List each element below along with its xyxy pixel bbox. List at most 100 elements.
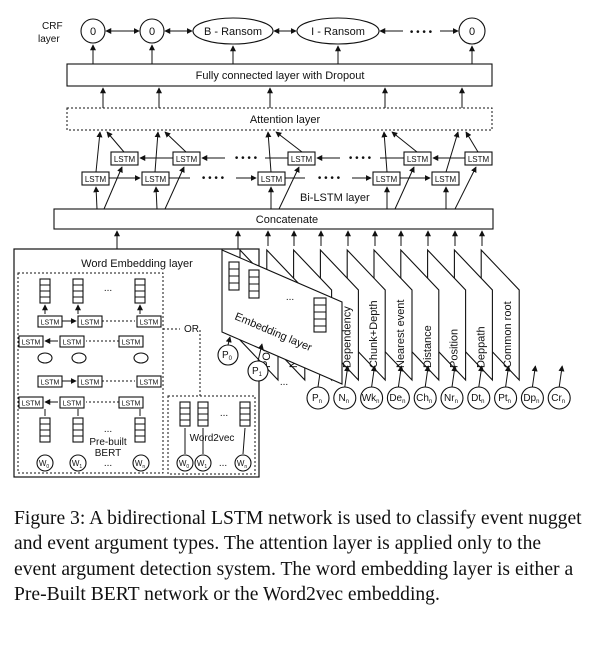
crf-label-line1: CRF — [42, 21, 63, 32]
lstm-cell: LSTM — [431, 171, 460, 186]
fully-connected-layer — [66, 63, 493, 87]
bert-label-line2: BERT — [95, 448, 122, 459]
w2v-word-node: Wn — [234, 454, 252, 472]
bilstm-label: Bi-LSTM layer — [300, 192, 370, 204]
feature-label: Position — [449, 329, 461, 368]
lstm-links — [109, 155, 465, 181]
feature-label: Dependency — [341, 306, 353, 368]
lstm-label: LSTM — [140, 380, 159, 387]
lstm-label: LSTM — [81, 380, 100, 387]
feature-node-label: Den — [389, 393, 405, 405]
embedding-ellipsis: ... — [286, 292, 294, 303]
architecture-diagram: CRF layer 0 0 B - Ransom I - Ransom 0 • … — [13, 17, 571, 478]
word-node-label: W0 — [179, 459, 190, 470]
lstm-label: LSTM — [122, 401, 141, 408]
word-node-label: Wn — [237, 459, 248, 470]
bert-lstm-grid: LSTM LSTM LSTM LSTM LSTM LSTM LSTM LSTM … — [18, 304, 162, 416]
crf-node-label: 0 — [469, 26, 475, 38]
lstm-label: LSTM — [407, 155, 429, 164]
lstm-cell: LSTM — [172, 151, 201, 166]
crf-node-label: 0 — [149, 26, 155, 38]
word-embedding-title: Word Embedding layer — [81, 258, 193, 270]
lstm-cell: LSTM — [464, 151, 493, 166]
lstm-label: LSTM — [22, 401, 41, 408]
lstm-label: LSTM — [176, 155, 198, 164]
position-node-ellipsis: ... — [280, 377, 288, 388]
bert-word-node: W0 — [36, 454, 54, 472]
figure-caption: Figure 3: A bidirectional LSTM network i… — [14, 508, 582, 606]
bert-ellipsis: ... — [104, 283, 112, 294]
attention-label: Attention layer — [250, 114, 321, 126]
feature-label: Nearest event — [395, 300, 407, 368]
feature-node — [360, 386, 384, 410]
crf-ellipsis: • • • • — [410, 27, 433, 38]
lstm-label: LSTM — [22, 340, 41, 347]
feature-label: Distance — [422, 325, 434, 368]
attention-to-fc-arrows — [100, 87, 465, 108]
concatenate-label: Concatenate — [256, 214, 318, 226]
feature-node-label: Pn — [312, 393, 322, 405]
lstm-cell: LSTM — [287, 151, 316, 166]
feature-label: Chunk+Depth — [368, 300, 380, 368]
bert-word-node: W1 — [69, 454, 87, 472]
feature-node-label: Dpn — [523, 393, 539, 405]
feature-node-label: Chn — [416, 393, 432, 405]
position-node: P1 — [247, 360, 269, 382]
feature-node-label: Wkn — [362, 393, 380, 405]
feature-node-label: Dtn — [471, 393, 484, 405]
feature-node-label: Ptn — [498, 393, 511, 405]
inputs-to-concat-arrows — [114, 230, 485, 250]
crf-node-label: 0 — [90, 26, 96, 38]
lstm-label: LSTM — [261, 175, 283, 184]
lstm-cell: LSTM — [110, 151, 139, 166]
lstm-ellipsis: • • • • — [349, 153, 372, 164]
lstm-label: LSTM — [140, 320, 159, 327]
word-node-label: Wn — [135, 459, 146, 470]
fc-to-crf-arrows — [90, 44, 475, 64]
feature-node-label: Nrn — [444, 393, 458, 405]
feature-node — [306, 386, 330, 410]
bilstm-to-attention-arrows — [95, 131, 479, 173]
lstm-label: LSTM — [291, 155, 313, 164]
bert-label-line1: Pre-built — [89, 437, 126, 448]
feature-label: Common root — [502, 301, 514, 368]
lstm-label: LSTM — [63, 340, 82, 347]
lstm-label: LSTM — [468, 155, 490, 164]
concatenate-layer — [53, 208, 494, 230]
bert-word-ellipsis: ... — [104, 458, 112, 469]
w2v-word-node: W1 — [194, 454, 212, 472]
bert-ellipsis: ... — [104, 424, 112, 435]
feature-node — [547, 386, 571, 410]
feature-node-label: Crn — [551, 393, 565, 405]
lstm-label: LSTM — [41, 320, 60, 327]
attention-layer — [66, 107, 493, 131]
lstm-cell: LSTM — [403, 151, 432, 166]
crf-node: B - Ransom — [192, 17, 274, 45]
crf-node-label: B - Ransom — [204, 26, 262, 38]
w2v-word-ellipsis: ... — [219, 458, 227, 469]
concat-to-lstm-arrows — [93, 166, 477, 210]
embedding-layer-card: ... Embedding layer — [221, 249, 343, 385]
lstm-label: LSTM — [114, 155, 136, 164]
lstm-label: LSTM — [435, 175, 457, 184]
feature-node — [386, 386, 410, 410]
lstm-cell: LSTM — [257, 171, 286, 186]
crf-label-line2: layer — [38, 34, 60, 45]
position-node: P0 — [217, 344, 239, 366]
lstm-cell: LSTM — [81, 171, 110, 186]
lstm-cell: LSTM — [141, 171, 170, 186]
word2vec-label: Word2vec — [190, 433, 235, 444]
lstm-label: LSTM — [63, 401, 82, 408]
feature-node — [333, 386, 357, 410]
crf-node-label: I - Ransom — [311, 26, 365, 38]
feature-node — [440, 386, 464, 410]
word-node-label: W1 — [72, 459, 83, 470]
word2vec-ellipsis: ... — [220, 408, 228, 419]
position-node-label: P0 — [222, 350, 233, 362]
lstm-ellipsis: • • • • — [202, 173, 225, 184]
crf-node: I - Ransom — [296, 17, 380, 45]
position-node-label: P1 — [252, 366, 263, 378]
feature-node-label: Nn — [339, 393, 350, 405]
feature-label: Deppath — [475, 326, 487, 368]
lstm-label: LSTM — [376, 175, 398, 184]
